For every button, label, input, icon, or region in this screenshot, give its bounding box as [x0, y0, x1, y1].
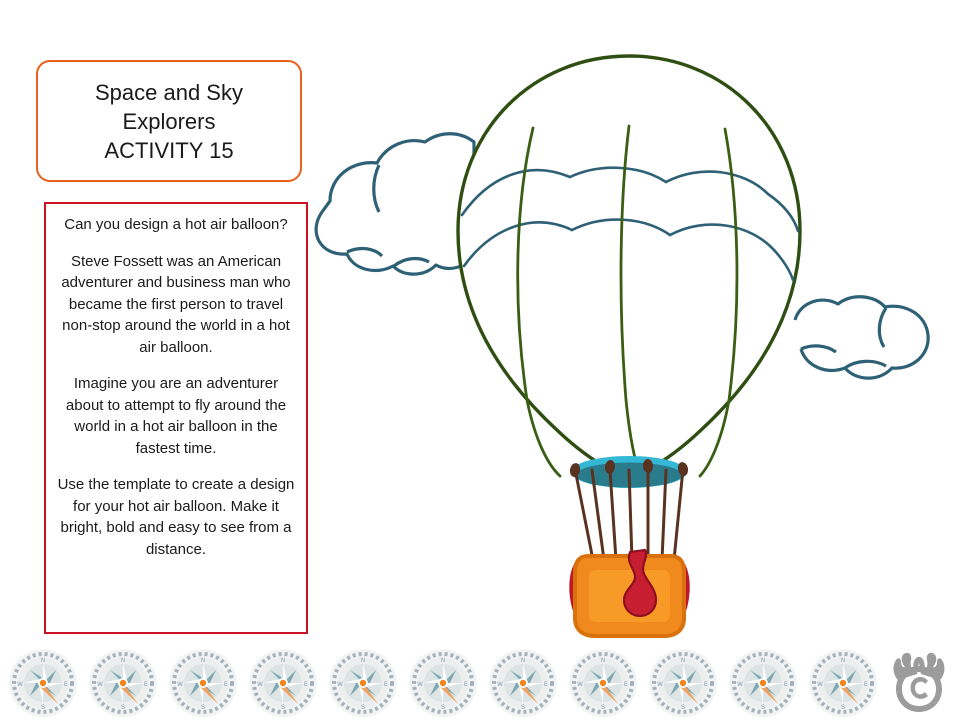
svg-text:S: S	[681, 705, 685, 711]
cloud-right	[793, 295, 930, 380]
burner-flame	[622, 548, 658, 618]
svg-text:E: E	[144, 682, 148, 688]
svg-text:N: N	[441, 658, 445, 664]
svg-text:S: S	[841, 705, 845, 711]
svg-text:E: E	[384, 682, 388, 688]
compass-rose-icon: N E S W	[409, 649, 477, 717]
balloon-basket	[569, 554, 690, 638]
svg-text:W: W	[577, 682, 583, 688]
instruction-paragraph-4: Use the template to create a design for …	[57, 476, 295, 558]
compass-rose-icon: N E S W	[329, 649, 397, 717]
title-line-1: Space and Sky	[95, 79, 243, 105]
svg-text:N: N	[201, 658, 205, 664]
svg-text:E: E	[464, 682, 468, 688]
svg-text:S: S	[761, 705, 765, 711]
svg-text:E: E	[624, 682, 628, 688]
compass-rose-icon: N E S W	[569, 649, 637, 717]
title-line-2: Explorers	[122, 108, 216, 134]
svg-text:W: W	[257, 682, 263, 688]
compass-rose-icon: N E S W	[9, 649, 77, 717]
instruction-box: Can you design a hot air balloon? Steve …	[44, 202, 308, 634]
rope-anchors	[569, 459, 689, 477]
svg-text:W: W	[177, 682, 183, 688]
balloon-ropes	[573, 467, 685, 562]
footer-compass-strip: N E S W N E S W N E S W N E S W N E S W N E S W N E S W N E S W N E S W N E S W…	[0, 646, 960, 720]
svg-text:W: W	[497, 682, 503, 688]
svg-text:S: S	[121, 705, 125, 711]
balloon-skirt-ring	[571, 456, 687, 488]
instruction-paragraph-2: Steve Fossett was an American adventurer…	[61, 252, 291, 356]
compass-rose-icon: N E S W	[809, 649, 877, 717]
svg-text:N: N	[841, 658, 845, 664]
svg-text:W: W	[97, 682, 103, 688]
svg-text:E: E	[64, 682, 68, 688]
svg-text:W: W	[817, 682, 823, 688]
svg-text:N: N	[41, 658, 45, 664]
svg-text:N: N	[281, 658, 285, 664]
svg-text:E: E	[544, 682, 548, 688]
balloon-envelope	[456, 54, 802, 480]
svg-text:N: N	[361, 658, 365, 664]
compass-rose-icon: N E S W	[649, 649, 717, 717]
svg-text:W: W	[17, 682, 23, 688]
svg-text:W: W	[417, 682, 423, 688]
svg-text:S: S	[361, 705, 365, 711]
svg-text:E: E	[864, 682, 868, 688]
compass-rose-icon: N E S W	[729, 649, 797, 717]
instruction-paragraph-3: Imagine you are an adventurer about to a…	[65, 375, 287, 457]
svg-text:N: N	[761, 658, 765, 664]
svg-text:E: E	[224, 682, 228, 688]
svg-text:E: E	[704, 682, 708, 688]
svg-text:S: S	[41, 705, 45, 711]
svg-text:E: E	[304, 682, 308, 688]
svg-text:E: E	[784, 682, 788, 688]
svg-text:N: N	[121, 658, 125, 664]
svg-text:N: N	[681, 658, 685, 664]
svg-text:S: S	[441, 705, 445, 711]
compass-rose-icon: N E S W	[489, 649, 557, 717]
instruction-paragraph-1: Can you design a hot air balloon?	[64, 216, 288, 233]
svg-text:W: W	[737, 682, 743, 688]
svg-text:S: S	[281, 705, 285, 711]
compass-rose-icon: N E S W	[169, 649, 237, 717]
svg-text:S: S	[521, 705, 525, 711]
svg-text:W: W	[337, 682, 343, 688]
svg-text:S: S	[601, 705, 605, 711]
title-box: Space and Sky Explorers ACTIVITY 15	[36, 60, 302, 182]
compass-rose-icon: N E S W	[89, 649, 157, 717]
svg-text:S: S	[201, 705, 205, 711]
cloud-left	[314, 132, 476, 276]
svg-text:N: N	[521, 658, 525, 664]
copyright-antlers-logo	[893, 652, 945, 712]
compass-rose-icon: N E S W	[249, 649, 317, 717]
svg-text:W: W	[657, 682, 663, 688]
title-line-3: ACTIVITY 15	[104, 137, 234, 163]
svg-text:N: N	[601, 658, 605, 664]
